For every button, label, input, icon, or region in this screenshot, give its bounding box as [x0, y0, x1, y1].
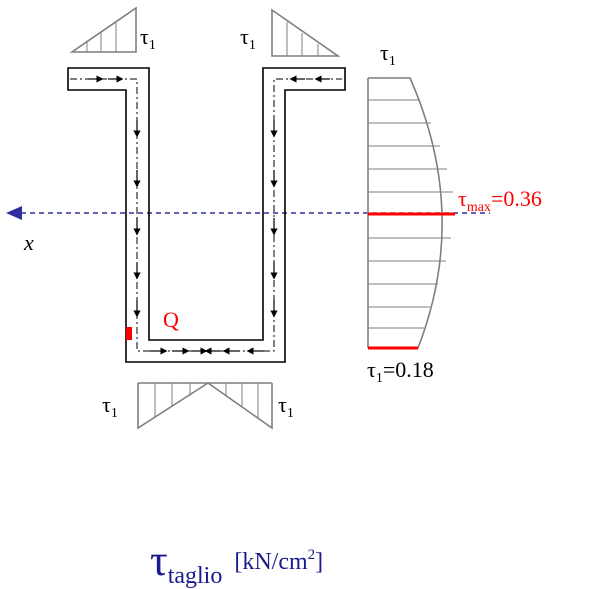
point-q-label: Q	[163, 307, 179, 332]
diagram-title: τtaglio[kN/cm2]	[150, 536, 323, 589]
tau1-top-right-label: τ1	[240, 24, 256, 53]
tau1-diagram-top-label: τ1	[380, 40, 396, 69]
u-section-outline	[67, 67, 346, 363]
point-q-marker	[126, 327, 132, 340]
tau1-bottom-right-label: τ1	[278, 392, 294, 421]
bottom-flange-shear-triangles	[137, 382, 273, 430]
tau1-bottom-left-label: τ1	[102, 392, 118, 421]
x-axis-label: x	[23, 230, 34, 255]
x-axis-arrow-icon	[6, 206, 22, 220]
web-shear-distribution	[367, 77, 455, 350]
top-left-flange-shear-triangle	[69, 6, 137, 53]
tau1-bottom-value-label: τ1=0.18	[367, 357, 434, 386]
tau1-top-left-label: τ1	[140, 24, 156, 53]
shear-flow-arrows	[88, 75, 330, 355]
top-right-flange-shear-triangle	[271, 8, 341, 57]
tau-max-label: τmax=0.36	[458, 186, 542, 215]
section-centerline	[70, 78, 342, 352]
